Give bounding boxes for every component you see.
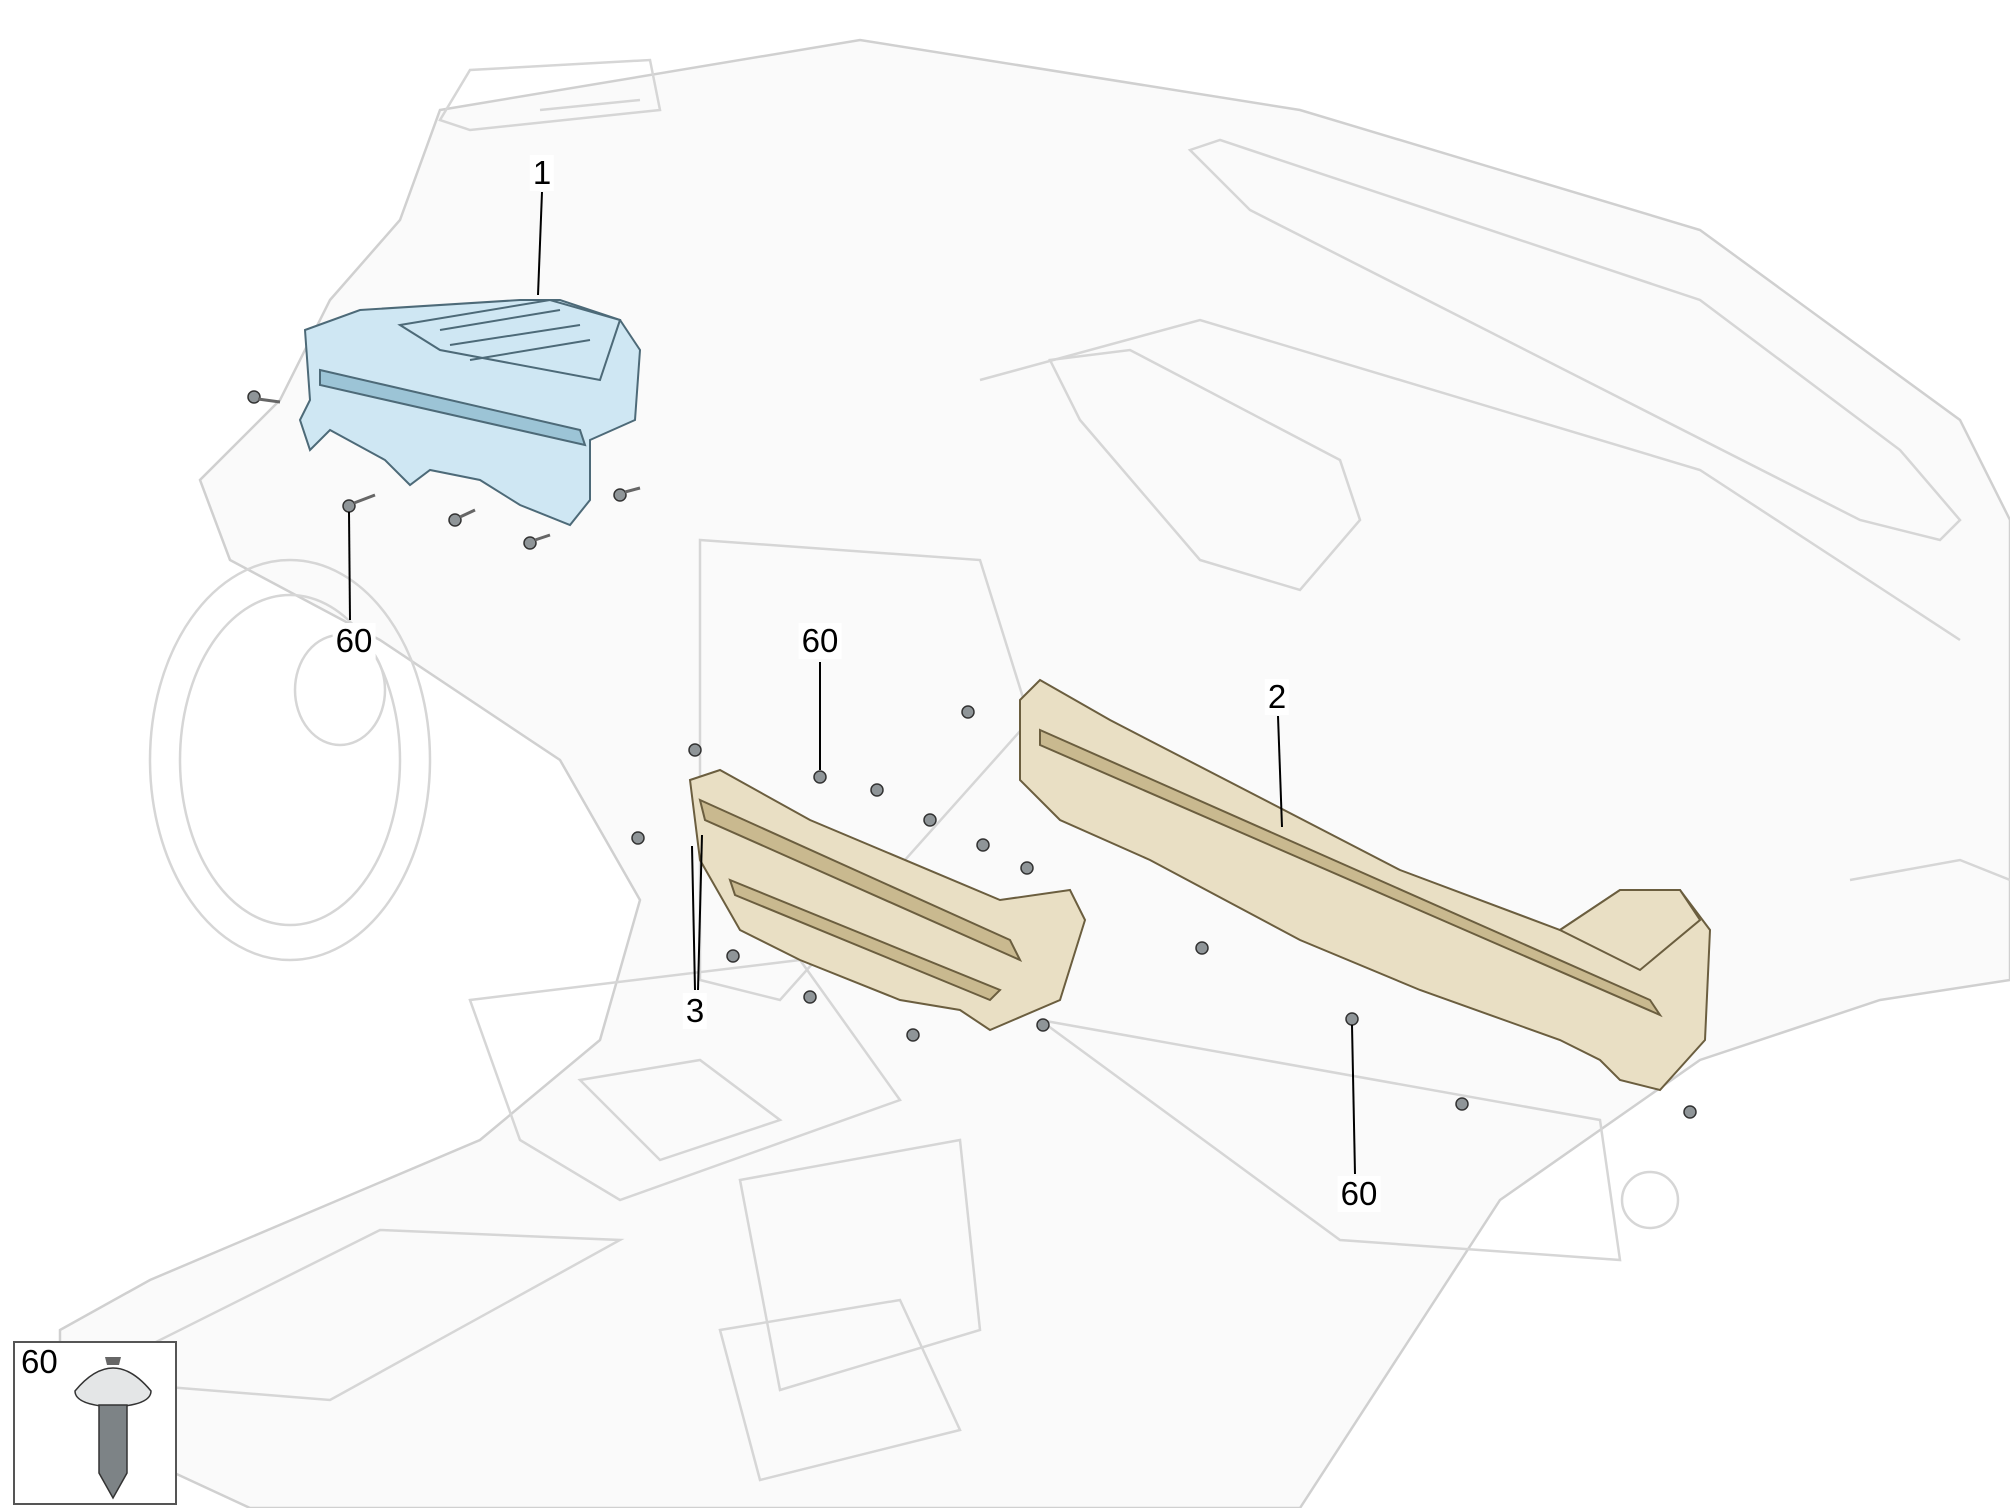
screw-icon [923,813,937,827]
screw-icon [523,533,551,550]
callout-screw-left[interactable]: 60 [332,623,376,659]
screw-icon [976,838,990,852]
callout-part-1[interactable]: 1 [529,155,555,191]
screw-icon [1195,941,1209,955]
screw-icon [961,705,975,719]
part-3-frame[interactable] [688,768,1087,1032]
part-1-housing[interactable] [298,298,642,527]
screw-icon [906,1028,920,1042]
leader-lines [348,191,1356,1175]
screws [247,390,1697,1119]
part-2-carrier[interactable] [1019,678,1712,1092]
screw-icon [342,493,376,513]
callout-part-3[interactable]: 3 [682,993,708,1029]
screw-icon [813,770,827,784]
screw-icon [247,390,281,404]
screw-icon [448,508,476,527]
screw-icon [74,1357,152,1500]
screw-icon [688,743,702,757]
screw-icon [613,486,641,502]
screw-icon [1036,1018,1050,1032]
screw-icon [1345,1012,1359,1026]
callout-part-2[interactable]: 2 [1264,679,1290,715]
callout-screw-right[interactable]: 60 [1337,1176,1381,1212]
screw-icon [726,949,740,963]
screw-icon [803,990,817,1004]
inset-part-number: 60 [21,1343,58,1380]
screw-icon [1020,861,1034,875]
callout-screw-middle[interactable]: 60 [798,623,842,659]
screw-icon [1683,1105,1697,1119]
screw-icon [631,831,645,845]
screw-icon [1455,1097,1469,1111]
screw-detail-inset: 60 [13,1341,177,1505]
screw-icon [870,783,884,797]
